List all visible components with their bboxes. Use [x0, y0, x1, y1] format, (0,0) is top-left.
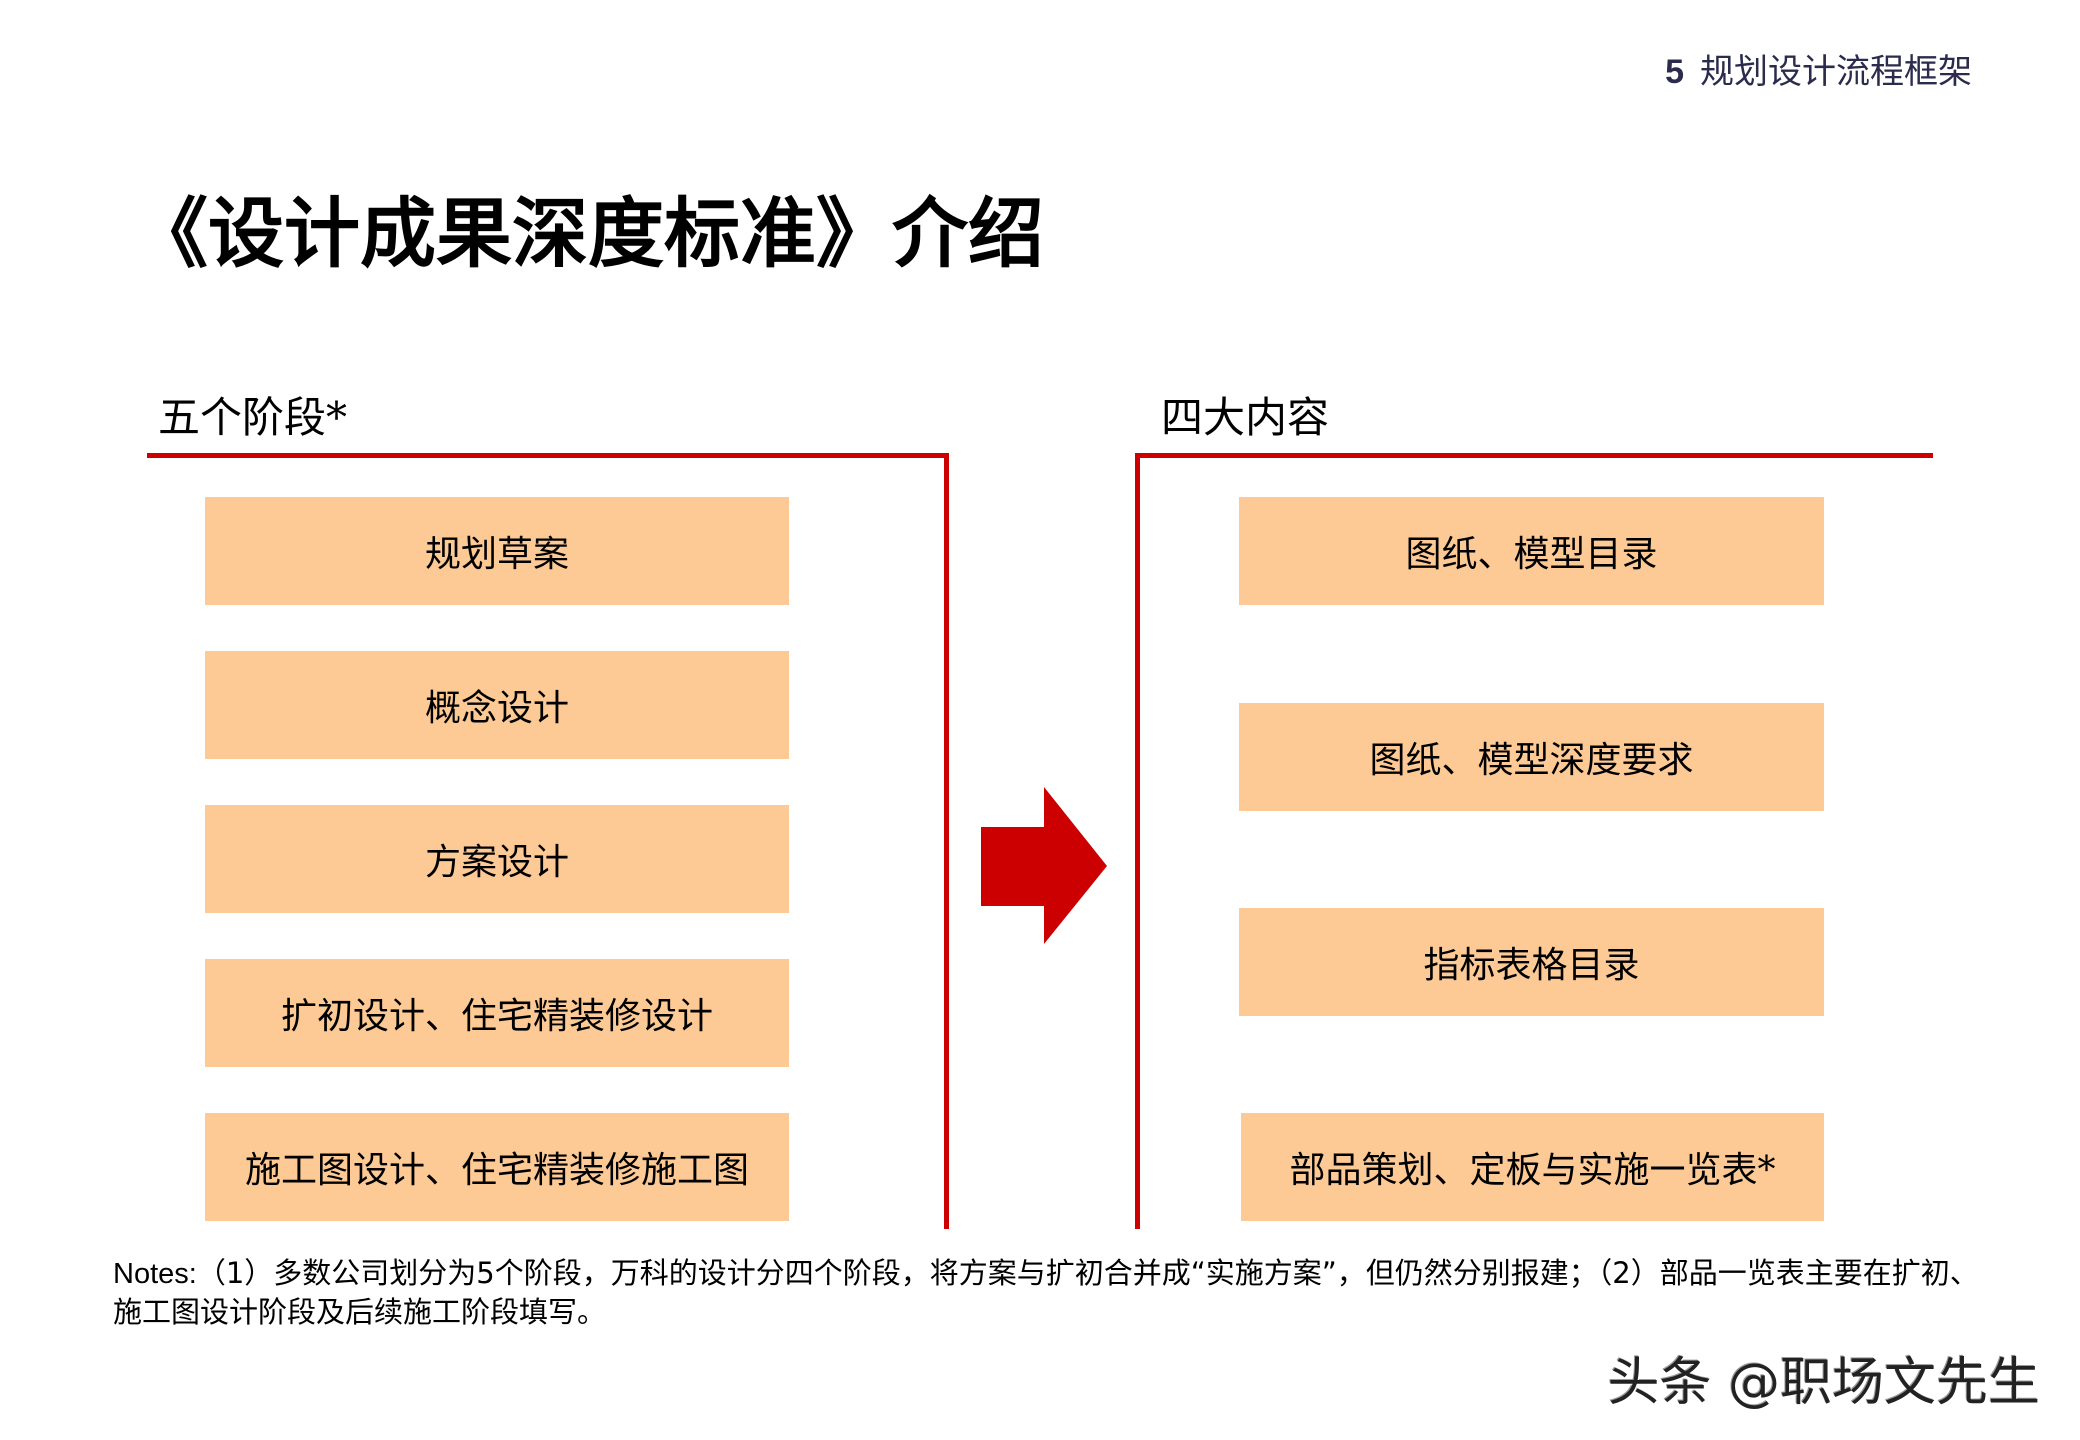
content-box-3: 指标表格目录 [1239, 908, 1824, 1016]
stage-box-2: 概念设计 [205, 651, 789, 759]
notes-text: （1）多数公司划分为5个阶段，万科的设计分四个阶段，将方案与扩初合并成“实施方案… [113, 1256, 1979, 1329]
stage-box-4: 扩初设计、住宅精装修设计 [205, 959, 789, 1067]
stage-box-3: 方案设计 [205, 805, 789, 913]
content-box-1: 图纸、模型目录 [1239, 497, 1824, 605]
section-number: 5 [1665, 53, 1684, 91]
content-box-4: 部品策划、定板与实施一览表* [1241, 1113, 1824, 1221]
stage-box-5: 施工图设计、住宅精装修施工图 [205, 1113, 789, 1221]
stage-label: 方案设计 [424, 842, 569, 883]
left-panel-right-rule [944, 453, 949, 1229]
content-box-2: 图纸、模型深度要求 [1239, 703, 1824, 811]
right-panel-left-rule [1135, 453, 1140, 1229]
content-label: 图纸、模型深度要求 [1369, 740, 1694, 781]
stage-label: 规划草案 [424, 534, 569, 575]
stage-label: 概念设计 [424, 688, 569, 729]
stage-label: 扩初设计、住宅精装修设计 [280, 996, 713, 1037]
section-title: 规划设计流程框架 [1700, 52, 1972, 92]
content-label: 部品策划、定板与实施一览表* [1289, 1150, 1776, 1191]
content-label: 图纸、模型目录 [1405, 534, 1658, 575]
watermark: 头条 @职场文先生 [1607, 1353, 2040, 1413]
right-panel-top-rule [1135, 453, 1933, 458]
stage-box-1: 规划草案 [205, 497, 789, 605]
notes-label: Notes: [113, 1258, 197, 1290]
section-header: 5 规划设计流程框架 [1665, 44, 1972, 93]
right-panel-heading: 四大内容 [1161, 393, 1330, 442]
content-label: 指标表格目录 [1423, 945, 1640, 986]
footnotes: Notes:（1）多数公司划分为5个阶段，万科的设计分四个阶段，将方案与扩初合并… [113, 1254, 1983, 1331]
page-title: 《设计成果深度标准》介绍 [132, 189, 1044, 278]
right-arrow-icon [981, 787, 1107, 944]
stage-label: 施工图设计、住宅精装修施工图 [244, 1150, 749, 1191]
left-panel-heading: 五个阶段* [158, 393, 348, 442]
left-panel-top-rule [147, 453, 948, 458]
